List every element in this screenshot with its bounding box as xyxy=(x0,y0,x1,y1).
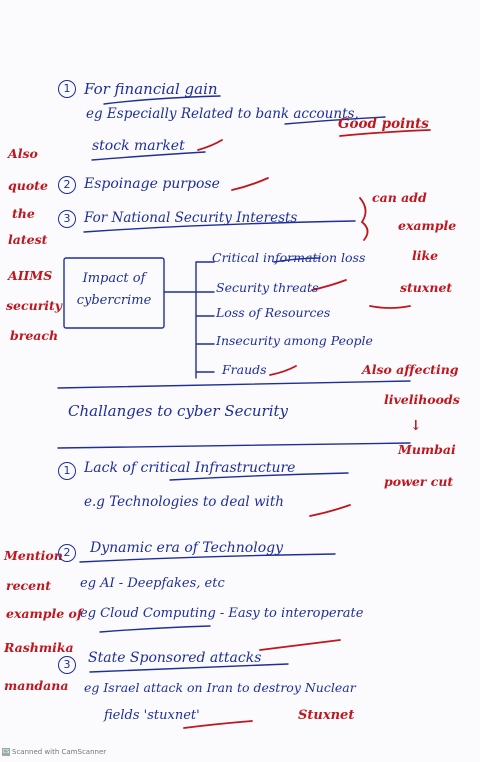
red-tick-4 xyxy=(269,365,297,376)
note-quote: quote xyxy=(8,178,48,193)
num-circle-c2: 2 xyxy=(58,544,76,562)
camscanner-text: Scanned with CamScanner xyxy=(12,748,107,756)
underline-bank xyxy=(284,116,386,125)
divider-bottom xyxy=(57,442,411,449)
underline-infrastructure xyxy=(169,472,349,481)
line-technologies-deal: e.g Technologies to deal with xyxy=(84,494,284,510)
red-tick-3 xyxy=(311,279,347,291)
note-aiims: AIIMS xyxy=(8,268,53,283)
branch-loss-resources: Loss of Resources xyxy=(216,305,331,320)
num-circle-1: 1 xyxy=(58,80,76,98)
note-also-affecting: Also affecting xyxy=(362,362,459,377)
line-ai-deepfakes: eg AI - Deepfakes, etc xyxy=(80,576,225,591)
red-underline-stuxnet xyxy=(183,720,253,729)
impact-box xyxy=(63,257,165,329)
note-mumbai: Mumbai xyxy=(398,442,456,457)
underline-financial xyxy=(103,95,221,105)
divider-top xyxy=(57,380,411,389)
underline-cloud xyxy=(99,625,211,633)
underline-state xyxy=(89,663,289,673)
note-security: security xyxy=(6,298,63,313)
line-stock-market: stock market xyxy=(92,138,185,154)
line-financial-gain: For financial gain xyxy=(84,80,218,98)
note-mandana: mandana xyxy=(4,678,69,693)
line-stuxnet-fields: fields 'stuxnet' xyxy=(104,708,200,723)
line-israel-iran: eg Israel attack on Iran to destroy Nucl… xyxy=(84,680,356,695)
note-rashmika: Rashmika xyxy=(4,640,74,655)
note-can-add: can add xyxy=(372,190,427,205)
note-like: like xyxy=(412,248,439,263)
red-underline-tr xyxy=(369,305,411,309)
red-bracket xyxy=(359,197,369,241)
branch-security-threats: Security threats xyxy=(216,280,319,295)
num-circle-c1: 1 xyxy=(58,462,76,480)
note-recent: recent xyxy=(6,578,51,593)
red-tick-2 xyxy=(231,177,269,191)
note-the: the xyxy=(12,206,35,221)
note-example: example xyxy=(398,218,457,233)
note-arrow: ↓ xyxy=(410,418,422,434)
impact-tree xyxy=(195,261,215,379)
note-stuxnet-example: stuxnet xyxy=(400,280,453,295)
branch-critical-info: Critical information loss xyxy=(212,250,366,265)
num-circle-c3: 3 xyxy=(58,656,76,674)
note-livelihoods: livelihoods xyxy=(384,392,460,407)
line-dynamic-era: Dynamic era of Technology xyxy=(90,540,283,556)
branch-insecurity: Insecurity among People xyxy=(216,333,373,348)
red-tick-6 xyxy=(309,504,351,517)
underline-national xyxy=(83,220,356,233)
line-cloud-computing: eg Cloud Computing - Easy to interoperat… xyxy=(80,606,364,621)
heading-challenges: Challanges to cyber Security xyxy=(68,402,289,420)
num-circle-3: 3 xyxy=(58,210,76,228)
camscanner-logo-icon: CS xyxy=(2,748,10,756)
impact-box-label: Impact of cybercrime xyxy=(76,271,152,308)
underline-stock xyxy=(91,151,206,161)
num-circle-2: 2 xyxy=(58,176,76,194)
red-underline-good xyxy=(339,129,431,137)
note-good-points: Good points xyxy=(338,116,429,132)
note-power-cut: power cut xyxy=(384,474,454,489)
line-national-security: For National Security Interests xyxy=(84,210,298,226)
red-tick-1 xyxy=(197,139,223,151)
branch-frauds: Frauds xyxy=(222,362,267,377)
note-also: Also xyxy=(8,146,38,161)
note-example-of: example of xyxy=(6,606,83,621)
note-latest: latest xyxy=(8,232,48,247)
note-mention: Mention xyxy=(4,548,63,563)
red-tick-5 xyxy=(259,639,341,651)
line-bank-accounts: eg Especially Related to bank accounts, xyxy=(86,106,359,122)
underline-technology xyxy=(79,553,336,563)
underline-critical-info xyxy=(273,257,321,263)
line-state-sponsored: State Sponsored attacks xyxy=(88,650,262,666)
note-breach: breach xyxy=(10,328,59,343)
note-stuxnet: Stuxnet xyxy=(298,708,355,723)
line-espoinage: Espoinage purpose xyxy=(84,176,220,192)
line-lack-infrastructure: Lack of critical Infrastructure xyxy=(84,460,296,476)
